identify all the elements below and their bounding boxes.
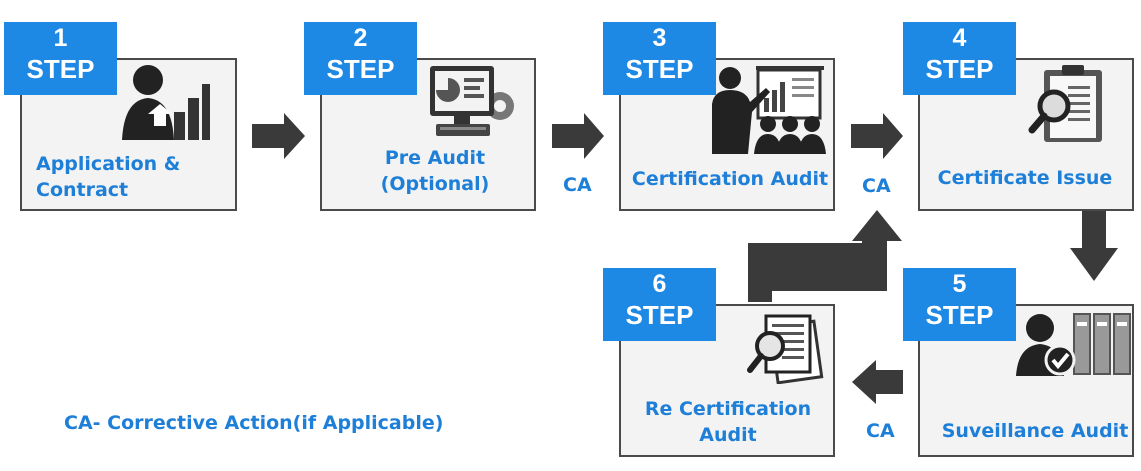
clipboard-magnifier-icon bbox=[1028, 65, 1102, 142]
step-2-badge: 2 STEP bbox=[304, 22, 417, 95]
step-5-label-line-1: Suveillance Audit bbox=[941, 420, 1129, 442]
step-5-badge: 5 STEP bbox=[903, 268, 1016, 341]
step-2-word: STEP bbox=[326, 54, 395, 84]
monitor-gear-icon bbox=[430, 66, 514, 136]
step-4-number: 4 bbox=[952, 24, 967, 52]
ca-label-2-3: CA bbox=[563, 174, 592, 196]
step-4-label: Certificate Issue bbox=[925, 165, 1125, 191]
step-2-label-line-2: (Optional) bbox=[380, 173, 490, 195]
step-1-word: STEP bbox=[26, 54, 95, 84]
step-2-number: 2 bbox=[353, 24, 368, 52]
arrow-down-4-5 bbox=[1070, 210, 1118, 281]
arrow-right-2-3 bbox=[552, 113, 604, 159]
step-4-label-line-1: Certificate Issue bbox=[937, 167, 1113, 189]
step-5-word: STEP bbox=[925, 300, 994, 330]
step-3-label: Certification Audit bbox=[630, 166, 830, 192]
step-2-label-line-1: Pre Audit bbox=[384, 147, 486, 169]
step-6-number: 6 bbox=[652, 270, 667, 298]
person-files-icon bbox=[1016, 313, 1131, 376]
ca-label-3-4: CA bbox=[862, 175, 891, 197]
document-magnifier-icon bbox=[747, 314, 824, 384]
step-4-word: STEP bbox=[925, 54, 994, 84]
step-5-label: Suveillance Audit bbox=[935, 418, 1135, 444]
businessman-chart-icon bbox=[122, 65, 210, 140]
arrow-elbow-6-4 bbox=[748, 210, 902, 302]
step-3-number: 3 bbox=[652, 24, 667, 52]
arrow-left-5-6 bbox=[852, 360, 903, 404]
step-6-label-line-2: Audit bbox=[699, 424, 757, 446]
step-6-badge: 6 STEP bbox=[603, 268, 716, 341]
arrow-right-3-4 bbox=[851, 113, 903, 159]
step-6-label-line-1: Re Certification bbox=[644, 398, 812, 420]
ca-label-5-6: CA bbox=[866, 420, 895, 442]
step-3-badge: 3 STEP bbox=[603, 22, 716, 95]
step-6-label: Re Certification Audit bbox=[628, 396, 828, 448]
step-1-number: 1 bbox=[53, 24, 68, 52]
arrow-right-1-2 bbox=[252, 113, 305, 159]
step-6-word: STEP bbox=[625, 300, 694, 330]
step-5-number: 5 bbox=[952, 270, 967, 298]
step-1-label: Application & Contract bbox=[36, 151, 236, 203]
step-3-word: STEP bbox=[625, 54, 694, 84]
step-4-badge: 4 STEP bbox=[903, 22, 1016, 95]
presentation-icon bbox=[712, 66, 826, 154]
legend-note: CA- Corrective Action(if Applicable) bbox=[64, 412, 444, 434]
step-1-label-line-2: Contract bbox=[36, 179, 129, 201]
step-3-label-line-1: Certification Audit bbox=[631, 168, 829, 190]
step-1-badge: 1 STEP bbox=[4, 22, 117, 95]
step-2-label: Pre Audit (Optional) bbox=[340, 145, 530, 197]
step-1-label-line-1: Application & bbox=[36, 153, 181, 175]
